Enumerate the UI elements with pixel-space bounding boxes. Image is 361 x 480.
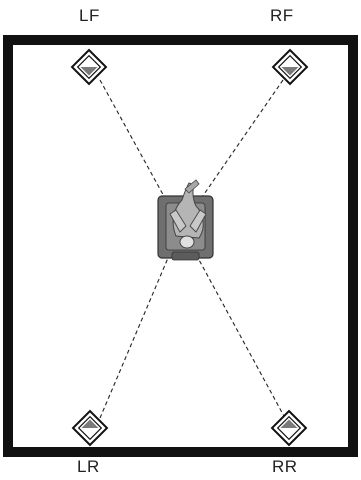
- speaker-lf: [70, 48, 108, 86]
- sightline-lf: [99, 79, 167, 201]
- speaker-label-rf: RF: [270, 6, 294, 25]
- speaker-lr: [71, 409, 109, 447]
- room-wall: [3, 35, 358, 457]
- sightlines: [99, 79, 286, 419]
- speaker-label-rr: RR: [272, 457, 298, 476]
- speaker-rr: [270, 409, 308, 447]
- speaker-rf: [271, 48, 309, 86]
- sightline-rf: [199, 79, 284, 201]
- sightline-rr: [197, 257, 286, 419]
- speaker-label-lr: LR: [77, 457, 100, 476]
- speaker-label-lf: LF: [79, 6, 100, 25]
- sightline-lr: [99, 257, 169, 419]
- person-in-chair-icon: [169, 179, 207, 249]
